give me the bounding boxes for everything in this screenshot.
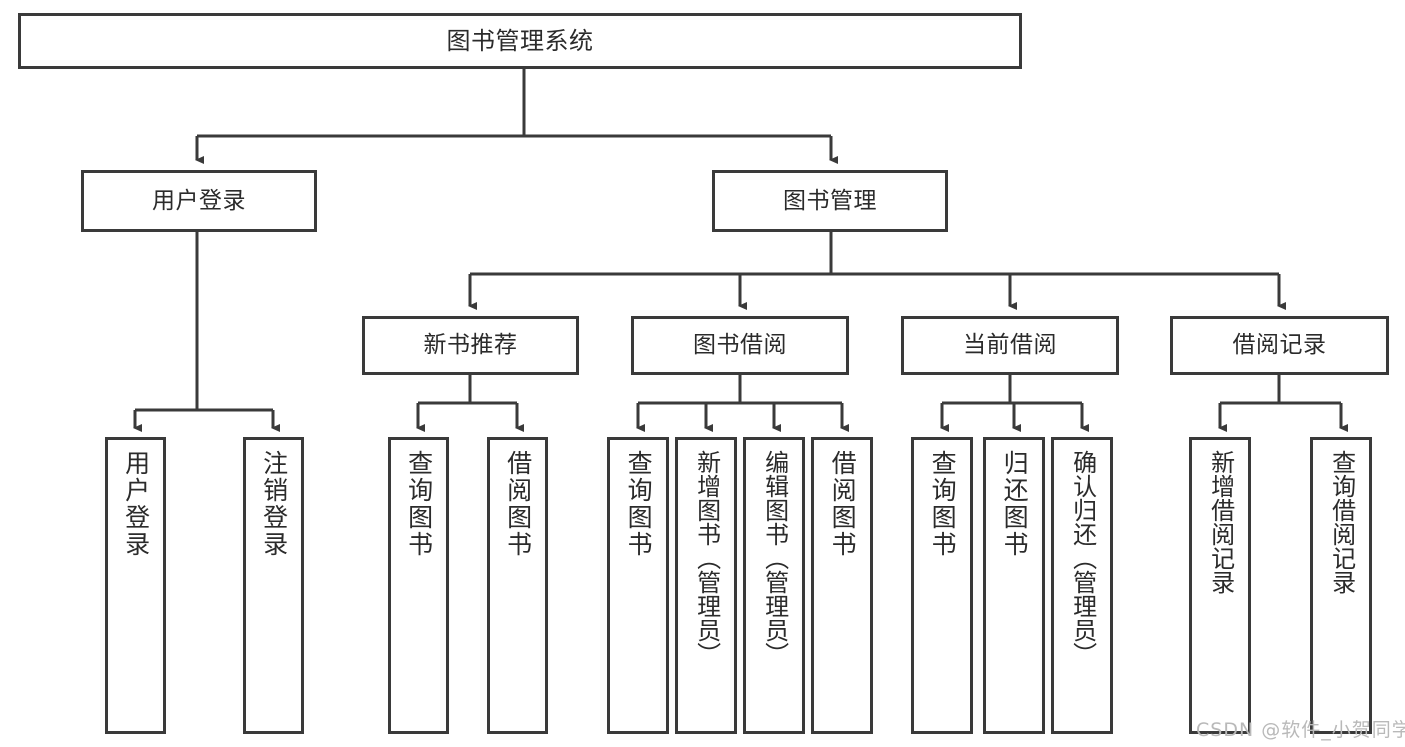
node-leaf-edit-book-label: 编辑图书（管理员） — [760, 450, 789, 666]
node-leaf-query-book-2[interactable]: 查询图书 — [607, 437, 669, 734]
node-leaf-query-record[interactable]: 查询借阅记录 — [1310, 437, 1372, 734]
node-root-label: 图书管理系统 — [446, 27, 594, 55]
node-leaf-query-book-3[interactable]: 查询图书 — [911, 437, 973, 734]
node-borrow-record-label: 借阅记录 — [1232, 332, 1327, 359]
node-book-manage[interactable]: 图书管理 — [712, 170, 948, 232]
node-leaf-add-book[interactable]: 新增图书（管理员） — [675, 437, 737, 734]
node-leaf-return-book[interactable]: 归还图书 — [983, 437, 1045, 734]
node-current-borrow-label: 当前借阅 — [963, 332, 1057, 359]
node-leaf-user-login[interactable]: 用户登录 — [105, 437, 166, 734]
node-leaf-query-book-1-label: 查询图书 — [404, 450, 434, 558]
node-leaf-return-book-label: 归还图书 — [1000, 450, 1030, 558]
node-leaf-edit-book[interactable]: 编辑图书（管理员） — [743, 437, 805, 734]
csdn-watermark: CSDN @软件_小贺同学 — [1196, 719, 1405, 741]
node-new-book-recommend[interactable]: 新书推荐 — [362, 316, 579, 375]
node-leaf-confirm-return-label: 确认归还（管理员） — [1068, 450, 1097, 666]
node-leaf-user-login-label: 用户登录 — [121, 450, 151, 558]
node-user-login[interactable]: 用户登录 — [81, 170, 317, 232]
node-leaf-borrow-book-2-label: 借阅图书 — [828, 450, 858, 558]
node-book-borrow[interactable]: 图书借阅 — [631, 316, 849, 375]
node-leaf-add-record-label: 新增借阅记录 — [1206, 450, 1235, 594]
node-root[interactable]: 图书管理系统 — [18, 13, 1022, 69]
node-new-book-recommend-label: 新书推荐 — [423, 332, 518, 359]
node-leaf-query-book-3-label: 查询图书 — [928, 450, 958, 558]
node-leaf-user-logout-label: 注销登录 — [259, 450, 289, 558]
node-leaf-borrow-book-1[interactable]: 借阅图书 — [487, 437, 548, 734]
node-current-borrow[interactable]: 当前借阅 — [901, 316, 1119, 375]
node-leaf-confirm-return[interactable]: 确认归还（管理员） — [1051, 437, 1113, 734]
node-leaf-query-record-label: 查询借阅记录 — [1327, 450, 1356, 594]
node-book-manage-label: 图书管理 — [783, 187, 877, 214]
node-user-login-label: 用户登录 — [152, 187, 246, 214]
node-leaf-query-book-1[interactable]: 查询图书 — [388, 437, 449, 734]
node-leaf-add-book-label: 新增图书（管理员） — [692, 450, 721, 666]
node-leaf-borrow-book-2[interactable]: 借阅图书 — [811, 437, 873, 734]
node-leaf-user-logout[interactable]: 注销登录 — [243, 437, 304, 734]
node-book-borrow-label: 图书借阅 — [693, 332, 787, 359]
node-leaf-add-record[interactable]: 新增借阅记录 — [1189, 437, 1251, 734]
node-borrow-record[interactable]: 借阅记录 — [1170, 316, 1389, 375]
node-leaf-borrow-book-1-label: 借阅图书 — [503, 450, 533, 558]
node-leaf-query-book-2-label: 查询图书 — [624, 450, 654, 558]
